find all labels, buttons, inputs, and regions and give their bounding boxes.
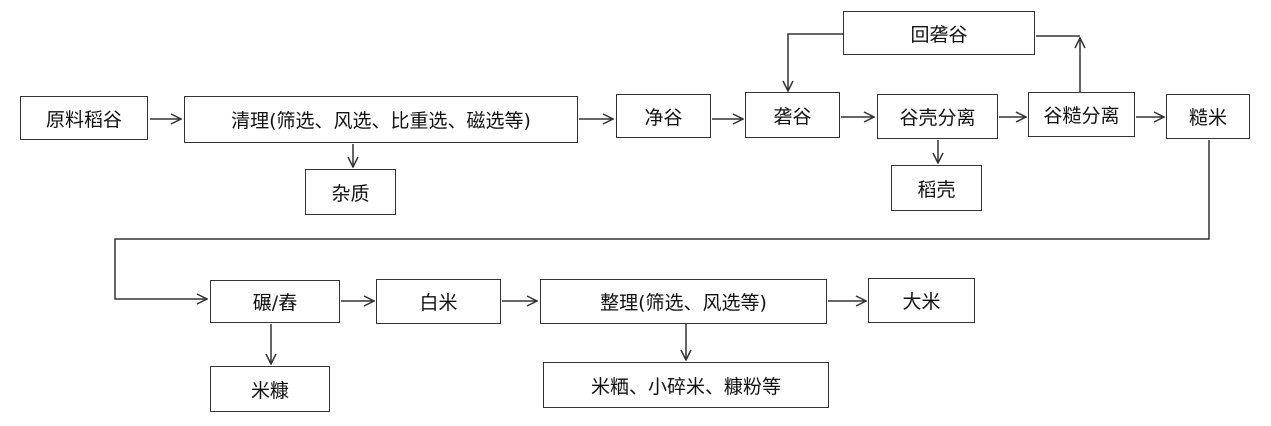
node-milling: 碾/舂	[210, 280, 340, 323]
node-raw-grain: 原料稻谷	[20, 96, 148, 140]
node-impurities: 杂质	[305, 169, 396, 215]
node-husking: 砻谷	[745, 92, 840, 138]
node-cleaning: 清理(筛选、风选、比重选、磁选等)	[184, 96, 578, 143]
node-paddy-separation: 谷糙分离	[1028, 92, 1135, 137]
node-brown-rice: 糙米	[1166, 94, 1250, 139]
node-white-rice: 白米	[376, 279, 501, 324]
node-return-husking: 回砻谷	[843, 11, 1035, 55]
arrow-brown-rice-to-milling	[114, 140, 1210, 299]
node-polished-rice: 大米	[868, 278, 975, 323]
node-husk-separation: 谷壳分离	[877, 94, 998, 139]
node-husk: 稻壳	[891, 165, 982, 211]
node-clean-grain: 净谷	[616, 94, 711, 138]
node-grading: 整理(筛选、风选等)	[540, 279, 827, 324]
arrow-return-to-husking	[788, 33, 843, 91]
node-bran: 米糠	[210, 366, 330, 412]
node-byproducts: 米粞、小碎米、糠粉等	[543, 362, 829, 408]
